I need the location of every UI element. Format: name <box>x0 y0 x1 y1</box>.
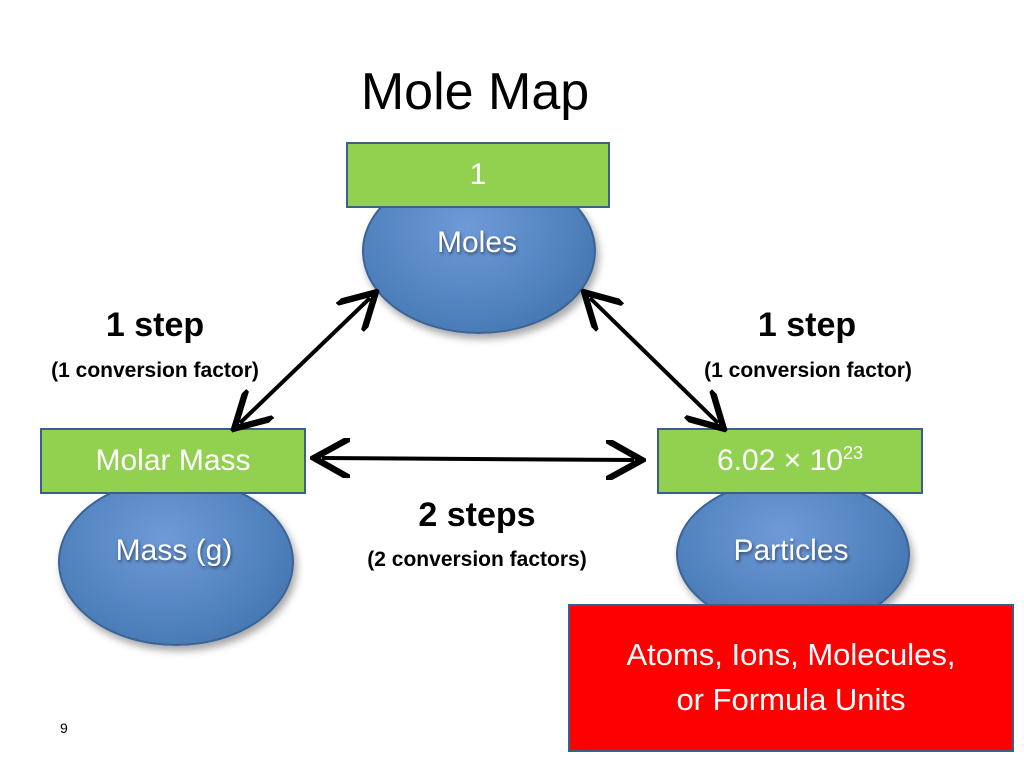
avogadro-base: 6.02 × 10 <box>717 444 843 477</box>
arrow-mass-particles <box>322 458 634 460</box>
arrow-moles-mass <box>240 298 370 423</box>
bottom-step-sublabel: (2 conversion factors) <box>367 548 587 571</box>
molar-mass-box: Molar Mass <box>40 428 306 494</box>
right-step-label: 1 step <box>757 306 857 344</box>
left-step-label: 1 step <box>105 306 205 344</box>
mass-oval <box>58 478 294 646</box>
avogadro-exponent: 23 <box>842 443 863 463</box>
particle-types-line1: Atoms, Ions, Molecules, <box>626 637 956 673</box>
bottom-step-label: 2 steps <box>418 496 536 534</box>
moles-label: Moles <box>436 226 518 259</box>
particle-types-line2: or Formula Units <box>676 682 906 717</box>
right-step-sublabel: (1 conversion factor) <box>704 359 912 382</box>
mass-label: Mass (g) <box>115 534 233 567</box>
particle-types-box: Atoms, Ions, Molecules, or Formula Units <box>568 604 1014 752</box>
particles-label: Particles <box>733 534 849 567</box>
slide-title: Mole Map <box>360 63 590 121</box>
avogadro-box: 6.02 × 1023 <box>657 428 923 494</box>
moles-factor-box: 1 <box>346 142 610 208</box>
left-step-sublabel: (1 conversion factor) <box>51 359 259 382</box>
page-number: 9 <box>60 720 68 736</box>
arrow-moles-particles <box>590 298 718 423</box>
